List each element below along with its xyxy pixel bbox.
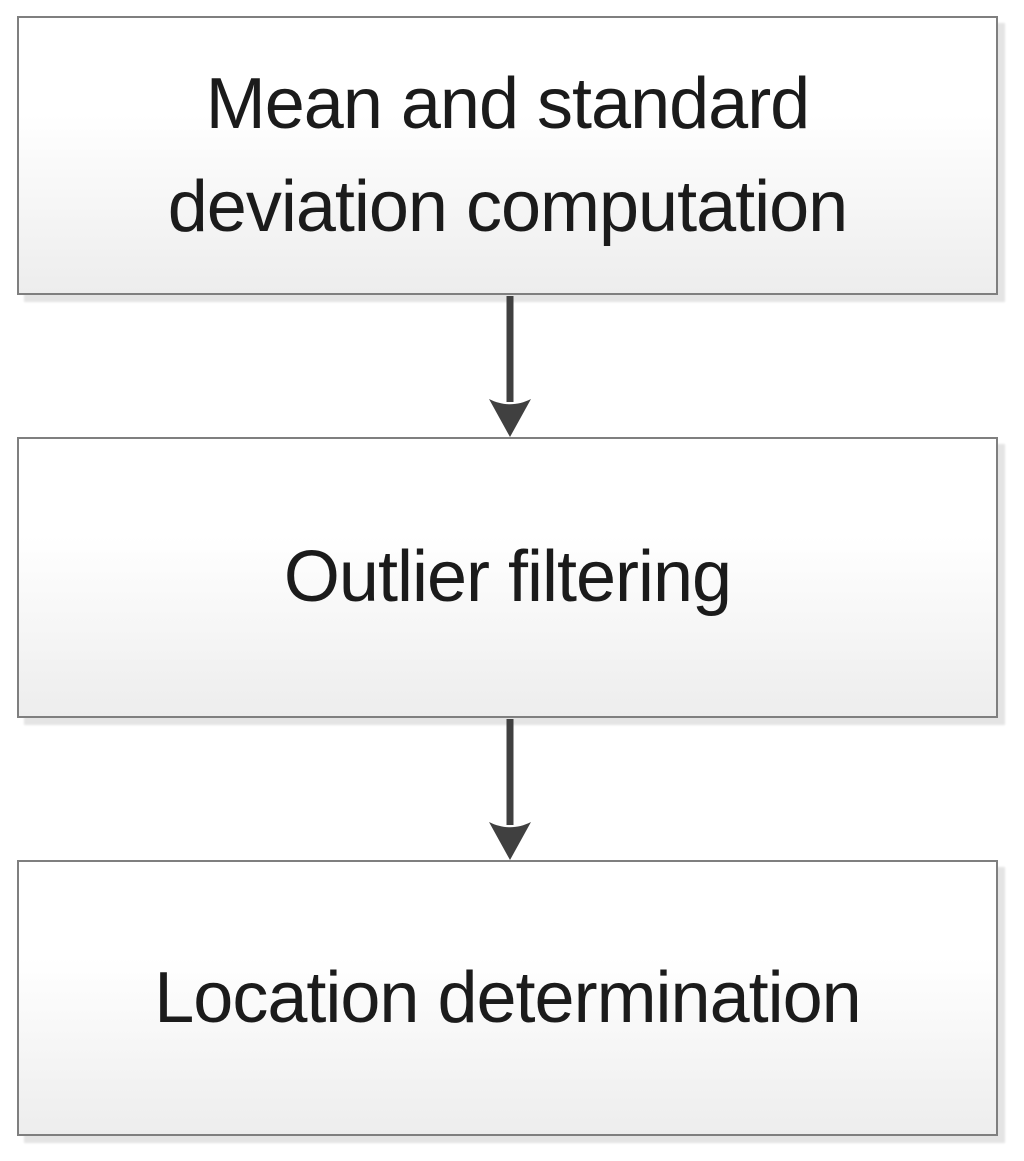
flow-node-label: Outlier filtering — [283, 537, 732, 618]
flow-node-location-determination: Location determination — [17, 860, 998, 1136]
arrow-head-icon — [489, 399, 531, 437]
arrow-head-icon — [489, 822, 531, 860]
flow-node-mean-std-computation: Mean and standard deviation computation — [17, 16, 998, 295]
arrow-down-connector-2 — [489, 719, 531, 860]
flow-node-label: Location determination — [154, 957, 861, 1038]
flow-node-outlier-filtering: Outlier filtering — [17, 437, 998, 718]
flow-node-label: Mean and standard deviation computation — [167, 64, 848, 247]
arrow-down-connector-1 — [489, 296, 531, 437]
